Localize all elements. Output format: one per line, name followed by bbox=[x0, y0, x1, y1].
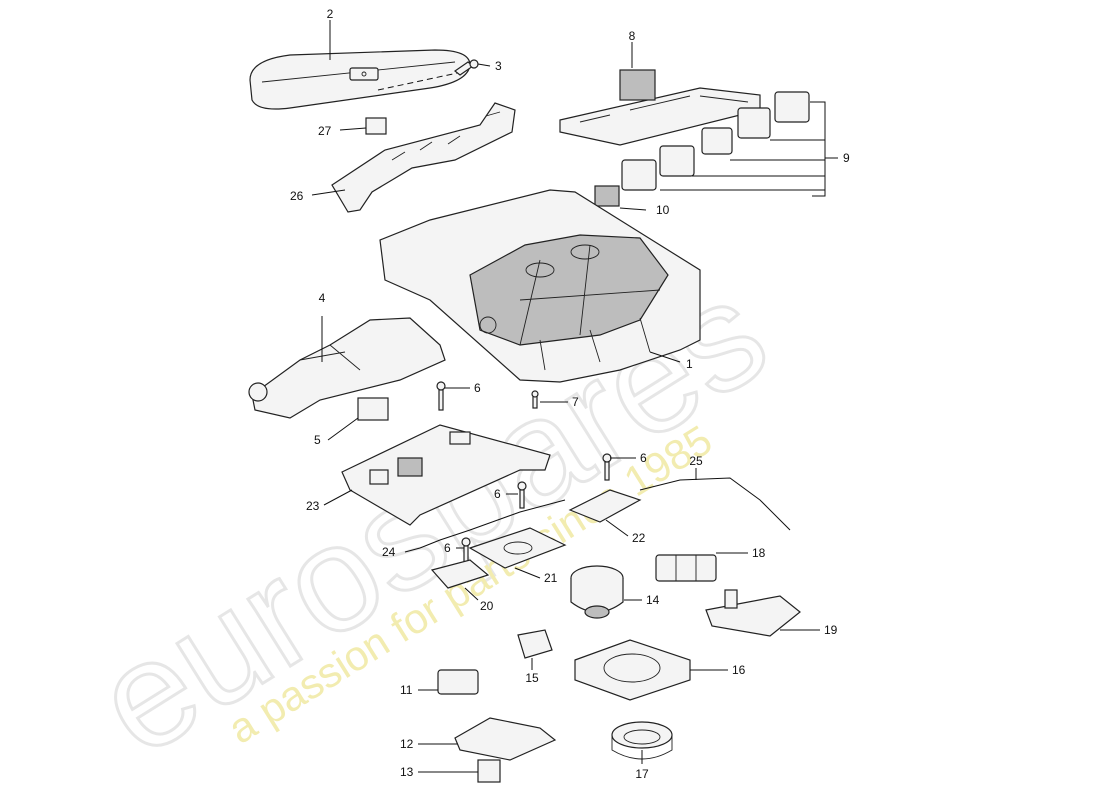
callout-11: 11 bbox=[400, 683, 413, 697]
callout-10: 10 bbox=[656, 203, 670, 217]
callout-labels: 2 3 8 27 26 9 10 1 4 6 7 5 6 25 6 23 22 … bbox=[290, 7, 850, 781]
part-13 bbox=[477, 759, 501, 783]
part-console-housing bbox=[379, 189, 701, 383]
part-18 bbox=[655, 554, 717, 582]
part-19 bbox=[705, 589, 801, 637]
callout-5: 5 bbox=[314, 433, 321, 447]
callout-8: 8 bbox=[629, 29, 636, 43]
callout-16: 16 bbox=[732, 663, 746, 677]
callout-1: 1 bbox=[686, 357, 693, 371]
harness-24 bbox=[419, 499, 566, 549]
part-11 bbox=[437, 669, 479, 695]
callout-23: 23 bbox=[306, 499, 320, 513]
callout-6c: 6 bbox=[494, 487, 501, 501]
leader-lines bbox=[311, 20, 838, 773]
callout-22: 22 bbox=[632, 531, 646, 545]
part-21 bbox=[468, 527, 567, 569]
callout-15: 15 bbox=[525, 671, 539, 685]
part-20 bbox=[430, 559, 490, 589]
callout-24: 24 bbox=[382, 545, 396, 559]
callout-21: 21 bbox=[544, 571, 558, 585]
callout-12: 12 bbox=[400, 737, 414, 751]
callout-19: 19 bbox=[824, 623, 838, 637]
part-circuit-board-23 bbox=[341, 424, 551, 526]
callout-27: 27 bbox=[318, 124, 332, 138]
callout-25: 25 bbox=[689, 454, 703, 468]
harness-25 bbox=[639, 477, 791, 531]
callout-3: 3 bbox=[495, 59, 502, 73]
callout-14: 14 bbox=[646, 593, 660, 607]
callout-26: 26 bbox=[290, 189, 304, 203]
callout-17: 17 bbox=[635, 767, 649, 781]
part-switches bbox=[621, 91, 810, 191]
part-knob-14 bbox=[570, 565, 624, 619]
callout-20: 20 bbox=[480, 599, 494, 613]
callout-7: 7 bbox=[572, 395, 579, 409]
callout-9: 9 bbox=[843, 151, 850, 165]
callout-18: 18 bbox=[752, 546, 766, 560]
callout-2: 2 bbox=[327, 7, 334, 21]
callout-6a: 6 bbox=[474, 381, 481, 395]
callout-13: 13 bbox=[400, 765, 414, 779]
callout-4: 4 bbox=[319, 291, 326, 305]
part-mirror bbox=[249, 49, 471, 110]
part-bracket bbox=[331, 102, 516, 213]
callout-6d: 6 bbox=[444, 541, 451, 555]
callout-6b: 6 bbox=[640, 451, 647, 465]
part-5 bbox=[357, 397, 389, 421]
part-cover bbox=[248, 317, 446, 419]
part-clip-27 bbox=[365, 117, 387, 135]
part-22 bbox=[568, 489, 642, 523]
part-16 bbox=[574, 639, 691, 701]
part-12 bbox=[454, 717, 557, 761]
part-10 bbox=[594, 185, 620, 207]
part-7 bbox=[531, 390, 539, 409]
part-15 bbox=[517, 629, 553, 659]
